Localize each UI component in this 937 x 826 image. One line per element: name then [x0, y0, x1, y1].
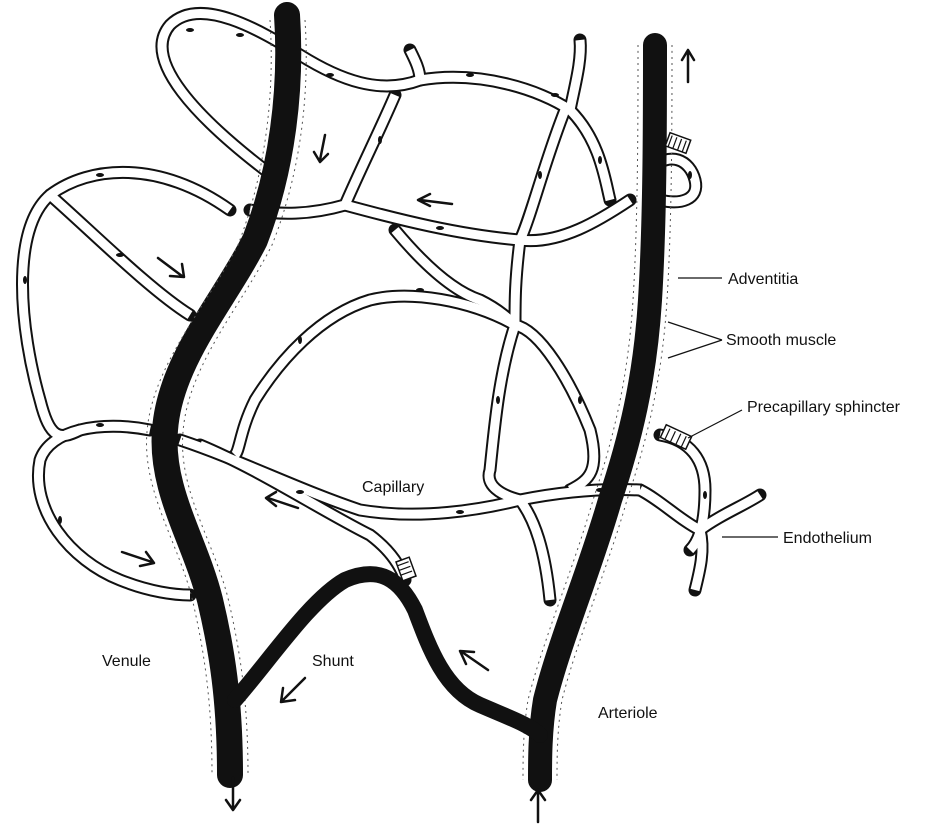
flow-arrow-left — [281, 678, 305, 702]
smooth-muscle-leader-2 — [668, 340, 722, 358]
label-capillary: Capillary — [362, 479, 424, 496]
venule — [147, 15, 307, 775]
sphincter-leader — [688, 410, 742, 438]
shunt — [235, 574, 540, 735]
flow-arrow-right — [158, 258, 184, 277]
label-adventitia: Adventitia — [728, 271, 798, 288]
label-arteriole: Arteriole — [598, 705, 658, 722]
label-smooth-muscle: Smooth muscle — [726, 332, 836, 349]
label-shunt: Shunt — [312, 653, 354, 670]
endothelial-nuclei — [23, 28, 707, 524]
label-endothelium: Endothelium — [783, 530, 872, 547]
flow-arrow-left — [418, 194, 452, 206]
flow-arrow-right — [122, 552, 154, 566]
label-venule: Venule — [102, 653, 151, 670]
flow-arrow-up — [682, 50, 694, 82]
flow-arrow-left — [460, 651, 488, 670]
label-precapillary-sphincter: Precapillary sphincter — [747, 399, 901, 416]
flow-arrow-up — [531, 790, 545, 822]
flow-arrow-down — [314, 135, 328, 162]
smooth-muscle-leader-1 — [668, 322, 722, 340]
